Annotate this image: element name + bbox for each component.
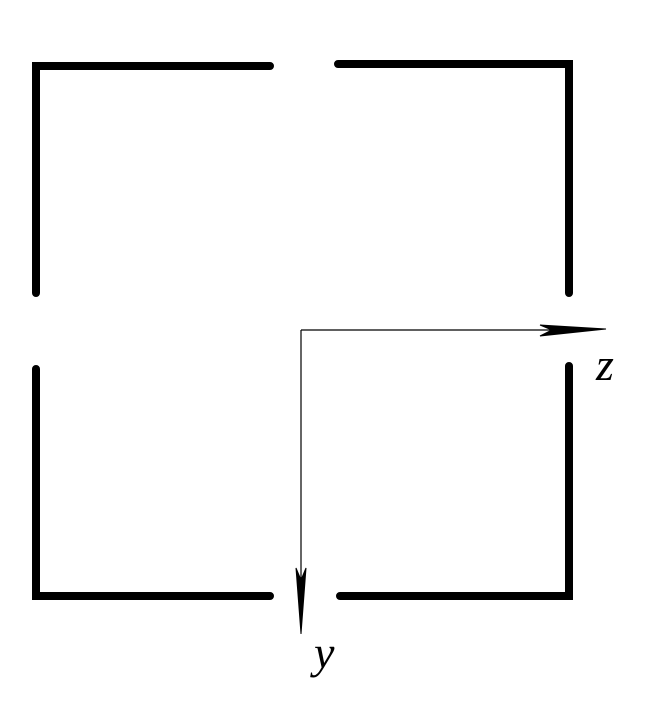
wall-bottom-right <box>336 362 573 600</box>
z-axis-label: z <box>595 339 614 390</box>
y-axis-label: y <box>310 627 335 678</box>
wall-top-right <box>334 60 573 297</box>
y-axis-arrowhead <box>295 567 307 635</box>
wall-bottom-left <box>32 365 274 600</box>
wall-top-left <box>32 62 274 297</box>
z-axis-arrowhead <box>539 324 607 337</box>
